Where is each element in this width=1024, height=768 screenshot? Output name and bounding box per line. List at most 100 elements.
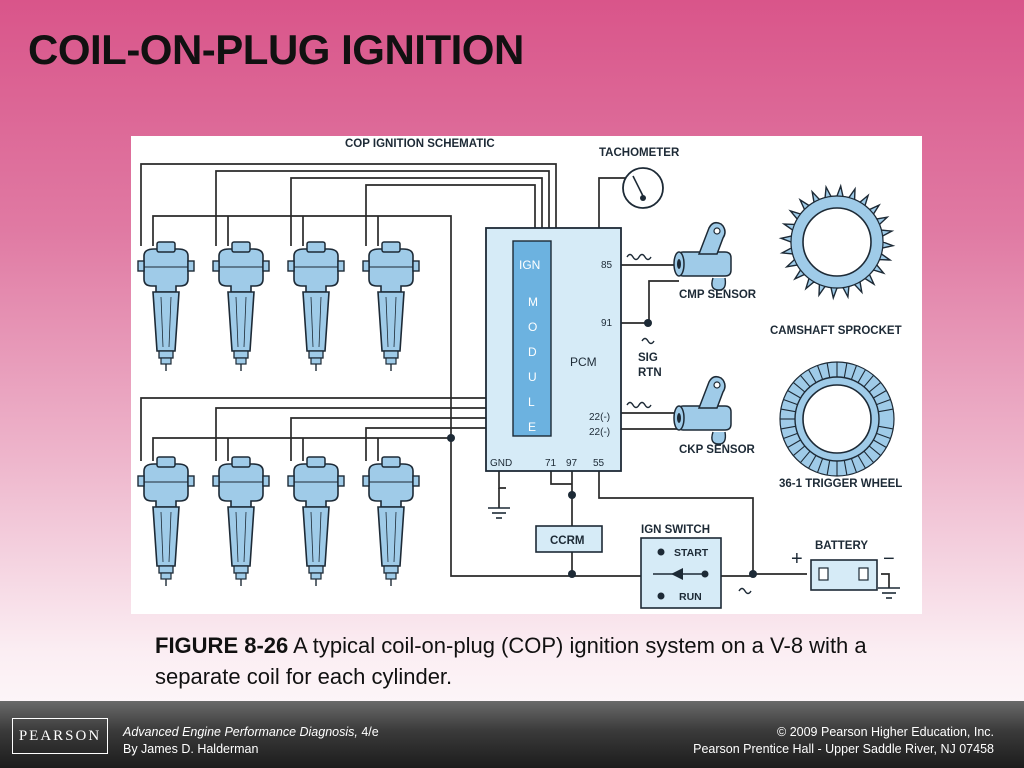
slide-title: COIL-ON-PLUG IGNITION bbox=[28, 26, 524, 73]
trigger-tooth bbox=[850, 365, 858, 380]
trigger-tooth bbox=[816, 458, 824, 473]
trigger-tooth bbox=[876, 398, 891, 406]
pin-gnd: GND bbox=[490, 458, 512, 469]
trigger-tooth bbox=[857, 455, 866, 469]
camshaft-sprocket-label: CAMSHAFT SPROCKET bbox=[770, 325, 902, 337]
pin-55: 55 bbox=[593, 458, 605, 469]
trigger-tooth bbox=[868, 445, 882, 457]
trigger-tooth bbox=[863, 374, 875, 388]
coil-7 bbox=[287, 456, 345, 587]
trigger-tooth bbox=[816, 365, 824, 380]
coil-8 bbox=[362, 456, 420, 587]
ckp-sensor-label: CKP SENSOR bbox=[679, 444, 756, 456]
camshaft-sprocket-icon bbox=[778, 183, 896, 301]
ign-module-letter: M bbox=[528, 295, 538, 309]
trigger-tooth bbox=[808, 369, 817, 383]
trigger-tooth bbox=[857, 369, 866, 383]
coil-1 bbox=[137, 241, 195, 372]
pcm-label: PCM bbox=[570, 355, 597, 369]
figure-number: FIGURE 8-26 bbox=[155, 633, 289, 658]
trigger-tooth bbox=[850, 458, 858, 473]
ground-symbols bbox=[488, 507, 900, 599]
pcm-box bbox=[485, 227, 622, 472]
pearson-logo: PEARSON bbox=[12, 718, 108, 754]
coil-6 bbox=[212, 456, 270, 587]
sig-label: SIG bbox=[638, 352, 658, 364]
book-title: Advanced Engine Performance Diagnosis, bbox=[123, 725, 358, 739]
pin-22b: 22(-) bbox=[589, 427, 610, 438]
cmp-sensor-icon bbox=[673, 221, 732, 291]
coil-row-top bbox=[137, 241, 420, 372]
coil-4 bbox=[362, 241, 420, 372]
ign-module-letter: D bbox=[528, 345, 537, 359]
cmp-sensor-label: CMP SENSOR bbox=[679, 289, 757, 301]
trigger-tooth bbox=[826, 460, 831, 476]
trigger-tooth bbox=[792, 445, 806, 457]
ign-module-letter: O bbox=[528, 320, 537, 334]
ign-module-letter: E bbox=[528, 420, 536, 434]
battery-icon bbox=[810, 559, 878, 591]
wave-symbols bbox=[626, 253, 752, 595]
trigger-tooth bbox=[792, 381, 806, 393]
trigger-tooth bbox=[787, 439, 801, 448]
pin-22a: 22(-) bbox=[589, 412, 610, 423]
ccrm-label: CCRM bbox=[550, 535, 585, 547]
tachometer-gauge bbox=[622, 167, 664, 209]
coil-2 bbox=[212, 241, 270, 372]
trigger-tooth bbox=[878, 425, 894, 430]
tachometer-label: TACHOMETER bbox=[599, 147, 680, 159]
trigger-wheel-icon bbox=[779, 361, 895, 477]
trigger-tooth bbox=[799, 450, 811, 464]
battery-label: BATTERY bbox=[815, 540, 868, 552]
book-edition: 4/e bbox=[357, 725, 379, 739]
battery-minus: − bbox=[883, 548, 895, 570]
ccrm-box bbox=[535, 525, 603, 553]
ign-module-letter: U bbox=[528, 370, 537, 384]
switch-run-label: RUN bbox=[679, 591, 702, 603]
trigger-tooth bbox=[780, 425, 796, 430]
footer-bar: PEARSON Advanced Engine Performance Diag… bbox=[0, 701, 1024, 768]
pin-91: 91 bbox=[601, 318, 613, 329]
book-info: Advanced Engine Performance Diagnosis, 4… bbox=[123, 724, 379, 758]
trigger-tooth bbox=[878, 408, 894, 413]
schematic-title: COP IGNITION SCHEMATIC bbox=[345, 138, 495, 150]
figure-caption: FIGURE 8-26 A typical coil-on-plug (COP)… bbox=[155, 630, 925, 692]
trigger-tooth bbox=[863, 450, 875, 464]
copyright-line: © 2009 Pearson Higher Education, Inc. bbox=[777, 725, 994, 739]
rtn-label: RTN bbox=[638, 367, 662, 379]
trigger-tooth bbox=[843, 362, 848, 378]
publisher-line: Pearson Prentice Hall - Upper Saddle Riv… bbox=[693, 742, 994, 756]
trigger-tooth bbox=[873, 390, 887, 399]
wiring bbox=[140, 163, 890, 588]
book-author: By James D. Halderman bbox=[123, 742, 259, 756]
trigger-tooth bbox=[783, 432, 798, 440]
trigger-tooth bbox=[787, 390, 801, 399]
trigger-tooth bbox=[873, 439, 887, 448]
coil-row-bottom bbox=[137, 456, 420, 587]
coil-3 bbox=[287, 241, 345, 372]
pin-71: 71 bbox=[545, 458, 557, 469]
trigger-tooth bbox=[843, 460, 848, 476]
ign-module-top-label: IGN bbox=[519, 258, 540, 272]
trigger-tooth bbox=[876, 432, 891, 440]
trigger-tooth bbox=[780, 408, 796, 413]
schematic-svg: COP IGNITION SCHEMATIC TACHOMETER IGN MO… bbox=[137, 138, 902, 609]
trigger-wheel-label: 36-1 TRIGGER WHEEL bbox=[779, 478, 902, 490]
pin-85: 85 bbox=[601, 260, 613, 271]
ign-switch bbox=[640, 537, 722, 609]
trigger-tooth bbox=[783, 398, 798, 406]
trigger-tooth bbox=[799, 374, 811, 388]
switch-start-label: START bbox=[674, 547, 709, 559]
ckp-sensor-icon bbox=[673, 375, 732, 445]
ign-module-box bbox=[512, 240, 552, 437]
trigger-tooth bbox=[826, 362, 831, 378]
trigger-tooth bbox=[808, 455, 817, 469]
trigger-tooth bbox=[868, 381, 882, 393]
pin-97: 97 bbox=[566, 458, 578, 469]
ign-module-letter: L bbox=[528, 395, 535, 409]
coil-5 bbox=[137, 456, 195, 587]
caption-text: A typical coil-on-plug (COP) ignition sy… bbox=[155, 633, 867, 689]
ign-switch-label: IGN SWITCH bbox=[641, 524, 710, 536]
